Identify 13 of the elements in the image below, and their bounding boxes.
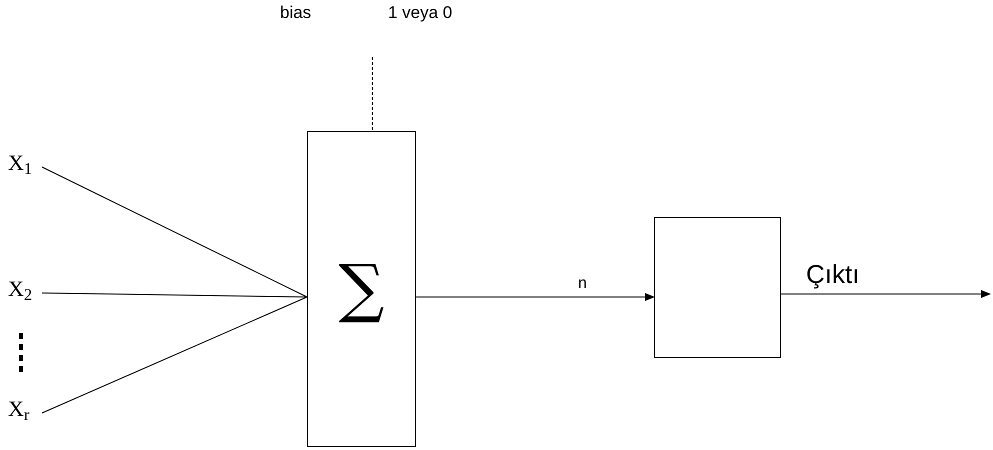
connector-line <box>42 292 308 298</box>
arrow <box>780 290 991 298</box>
input-label: X$_{1}$ <box>8 152 42 182</box>
summation-box: ∑ <box>307 131 416 447</box>
input-label: X$_{r}$ <box>8 398 42 428</box>
text-label: 1 veya 0 <box>388 2 452 24</box>
connector-line <box>42 166 308 298</box>
text-label: bias <box>280 2 312 24</box>
input-label: X$_{2}$ <box>8 278 42 308</box>
activation-box <box>654 217 781 358</box>
connector-line <box>42 296 308 414</box>
dashed-line <box>372 56 373 132</box>
arrow <box>416 293 655 301</box>
